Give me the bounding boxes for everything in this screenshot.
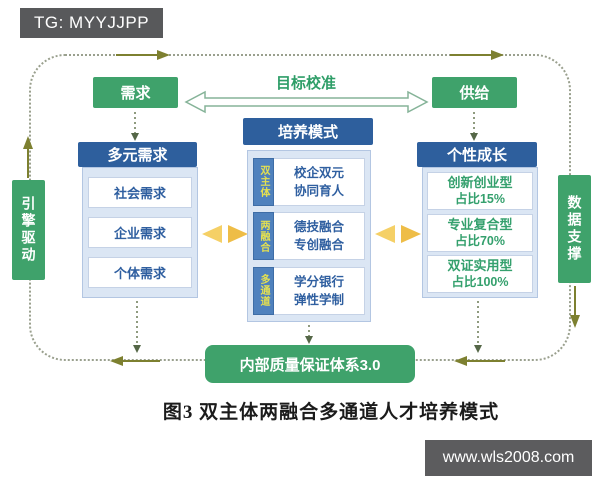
quality-assurance-box: 内部质量保证体系3.0 (205, 345, 415, 383)
growth-item-dual-cert: 双证实用型 占比100% (427, 255, 533, 294)
growth-item-innovation: 创新创业型 占比15% (427, 171, 533, 210)
site-watermark: www.wls2008.com (425, 440, 592, 476)
model-row-line1: 校企双元 (293, 165, 344, 180)
growth-item-ratio: 占比70% (454, 233, 506, 248)
demand-item-individual: 个体需求 (88, 257, 192, 288)
model-row-tab: 两融合 (253, 212, 274, 260)
training-model-header: 培养模式 (243, 118, 373, 145)
demand-box: 需求 (93, 77, 178, 108)
engine-drive-rail: 引擎驱动 (12, 180, 45, 280)
training-model-panel: 双主体 校企双元 协同育人 两融合 德技融合 专创融合 多通道 学分银行 弹性学… (247, 150, 371, 322)
model-row-line1: 学分银行 (293, 274, 344, 289)
model-row-content: 德技融合 专创融合 (274, 212, 365, 260)
personal-growth-header: 个性成长 (417, 142, 537, 167)
model-row-multi-channel: 多通道 学分银行 弹性学制 (253, 266, 365, 315)
personal-growth-panel: 创新创业型 占比15% 专业复合型 占比70% 双证实用型 占比100% (422, 167, 538, 298)
model-row-dual-subject: 双主体 校企双元 协同育人 (253, 157, 365, 206)
growth-item-ratio: 占比15% (454, 191, 506, 206)
growth-item-type: 双证实用型 (447, 258, 513, 274)
growth-item-ratio: 占比100% (451, 275, 509, 290)
growth-item-type: 创新创业型 (447, 174, 513, 190)
growth-item-type: 专业复合型 (447, 216, 513, 232)
model-row-line2: 弹性学制 (293, 292, 344, 307)
model-row-line1: 德技融合 (293, 220, 344, 234)
demand-item-enterprise: 企业需求 (88, 217, 192, 248)
diverse-demand-panel: 社会需求 企业需求 个体需求 (82, 167, 198, 298)
goal-calibration-label: 目标校准 (275, 75, 336, 92)
model-row-line2: 协同育人 (293, 183, 344, 198)
demand-item-society: 社会需求 (88, 177, 192, 208)
model-row-content: 学分银行 弹性学制 (274, 266, 365, 315)
data-support-rail: 数据支撑 (558, 175, 591, 283)
flow-arrow-right-down (570, 286, 580, 328)
model-row-tab: 多通道 (253, 266, 274, 315)
diverse-demand-header: 多元需求 (78, 142, 197, 167)
model-row-two-integration: 两融合 德技融合 专创融合 (253, 212, 365, 260)
growth-item-composite: 专业复合型 占比70% (427, 213, 533, 252)
supply-box: 供给 (432, 77, 517, 108)
model-row-line2: 专创融合 (293, 238, 344, 252)
tg-watermark-tag: TG: MYYJJPP (20, 8, 164, 38)
model-row-tab: 双主体 (253, 157, 274, 206)
figure-caption: 图3 双主体两融合多通道人才培养模式 (162, 402, 500, 423)
model-row-content: 校企双元 协同育人 (274, 157, 365, 206)
